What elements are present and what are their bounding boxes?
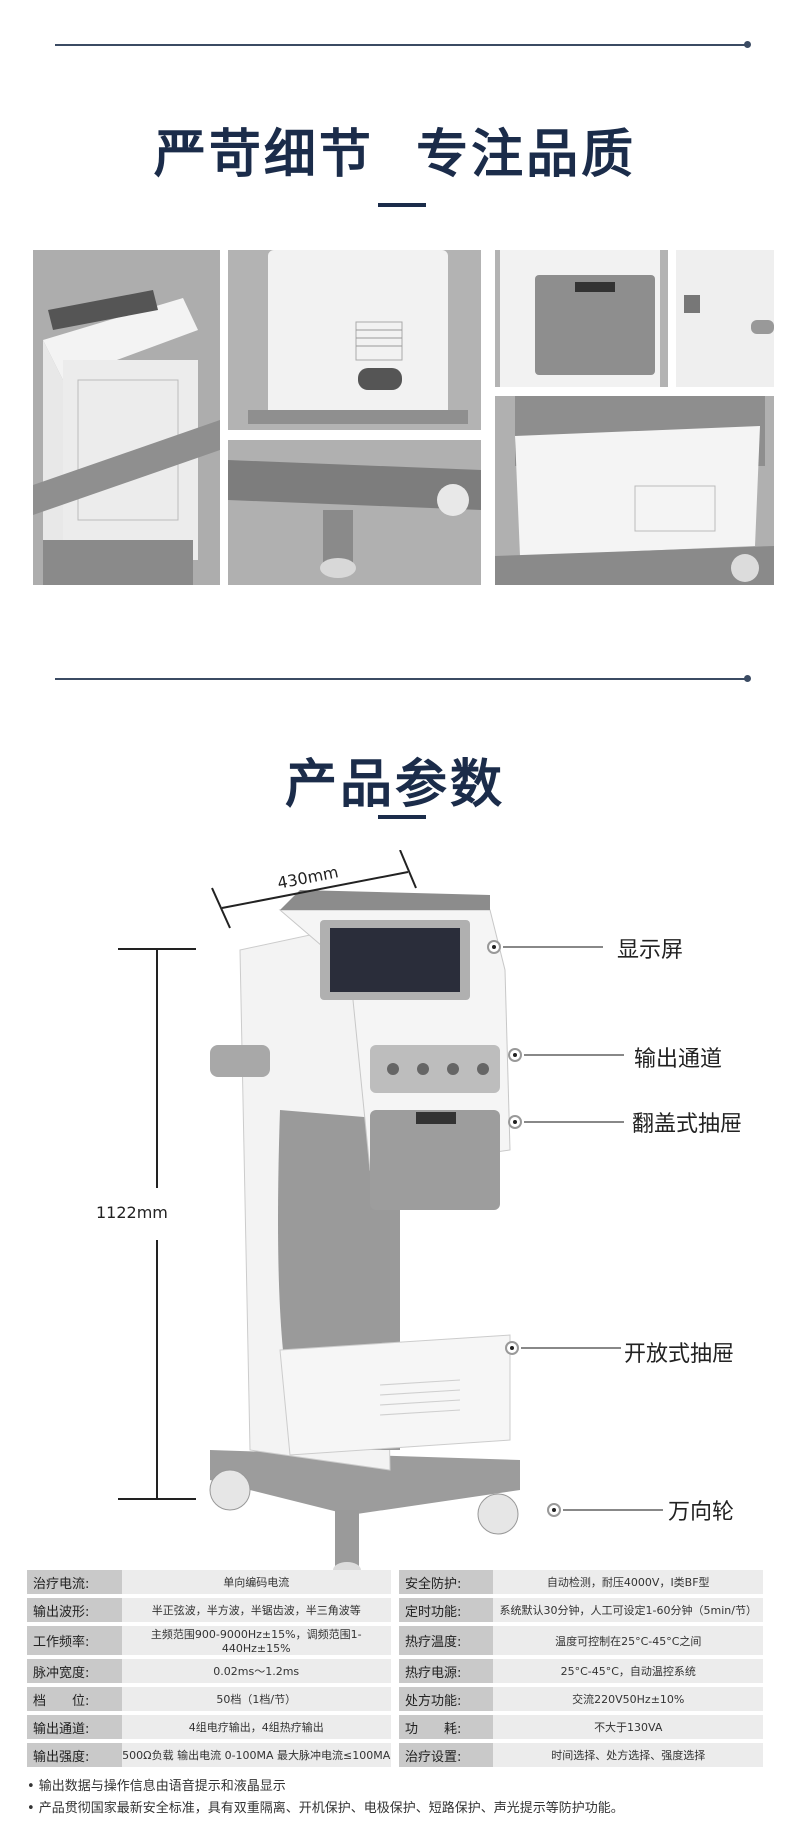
spec-key: 工作频率: bbox=[27, 1626, 122, 1655]
spec-key: 输出通道: bbox=[27, 1715, 122, 1739]
note-item: • 输出数据与操作信息由语音提示和液晶显示 bbox=[27, 1779, 286, 1794]
note-item: • 产品贯彻国家最新安全标准，具有双重隔离、开机保护、电极保护、短路保护、声光提… bbox=[27, 1801, 624, 1816]
spec-value: 系统默认30分钟，人工可设定1-60分钟（5min/节） bbox=[493, 1598, 763, 1622]
section-title-underline bbox=[378, 203, 426, 207]
table-row: 输出强度: 500Ω负载 输出电流 0-100MA 最大脉冲电流≤100MA 治… bbox=[27, 1743, 763, 1767]
spec-value: 50档（1档/节） bbox=[121, 1687, 391, 1711]
detail-photo-side-port bbox=[676, 250, 774, 387]
callout-display-screen: 显示屏 bbox=[617, 938, 684, 963]
spec-key: 处方功能: bbox=[398, 1687, 494, 1711]
spec-key: 输出强度: bbox=[27, 1743, 122, 1767]
spec-key: 治疗电流: bbox=[27, 1570, 122, 1594]
spec-key: 输出波形: bbox=[27, 1598, 122, 1622]
callout-caster-wheel: 万向轮 bbox=[668, 1500, 735, 1525]
spec-gap bbox=[390, 1743, 399, 1767]
spec-value: 交流220V50Hz±10% bbox=[493, 1687, 763, 1711]
detail-photo-back-panel bbox=[228, 250, 481, 430]
spec-value: 4组电疗输出，4组热疗输出 bbox=[121, 1715, 391, 1739]
callout-line-display bbox=[503, 946, 603, 948]
table-row: 工作频率: 主频范围900-9000Hz±15%，调频范围1-440Hz±15%… bbox=[27, 1626, 763, 1655]
spec-value: 半正弦波，半方波，半锯齿波，半三角波等 bbox=[121, 1598, 391, 1622]
height-dimension-bottom-tick bbox=[118, 1498, 196, 1500]
spec-key: 治疗设置: bbox=[398, 1743, 494, 1767]
spec-gap bbox=[390, 1715, 399, 1739]
spec-value: 温度可控制在25°C-45°C之间 bbox=[493, 1626, 763, 1655]
spec-value: 单向编码电流 bbox=[121, 1570, 391, 1594]
spec-table: 治疗电流: 单向编码电流 安全防护: 自动检测，耐压4000V，I类BF型 输出… bbox=[27, 1566, 763, 1771]
height-dimension-line-upper bbox=[156, 948, 158, 1188]
spec-gap bbox=[390, 1687, 399, 1711]
callout-dot-open-drawer bbox=[505, 1341, 519, 1355]
callout-line-caster bbox=[563, 1509, 663, 1511]
detail-photo-caster-wheel bbox=[228, 440, 481, 585]
width-dimension-line bbox=[211, 850, 417, 929]
section-title-details: 严苛细节 专注品质 bbox=[153, 125, 637, 185]
spec-key: 功 耗: bbox=[398, 1715, 494, 1739]
spec-value: 时间选择、处方选择、强度选择 bbox=[493, 1743, 763, 1767]
callout-dot-display bbox=[487, 940, 501, 954]
spec-key: 档 位: bbox=[27, 1687, 122, 1711]
top-divider bbox=[55, 44, 747, 46]
table-row: 输出通道: 4组电疗输出，4组热疗输出 功 耗: 不大于130VA bbox=[27, 1715, 763, 1739]
middle-divider-dot bbox=[744, 675, 751, 682]
detail-photo-top-handle bbox=[33, 250, 220, 585]
spec-value: 25°C-45°C，自动温控系统 bbox=[493, 1659, 763, 1683]
spec-value: 0.02ms～1.2ms bbox=[121, 1659, 391, 1683]
spec-value: 500Ω负载 输出电流 0-100MA 最大脉冲电流≤100MA bbox=[121, 1743, 391, 1767]
spec-key: 热疗电源: bbox=[398, 1659, 494, 1683]
table-row: 输出波形: 半正弦波，半方波，半锯齿波，半三角波等 定时功能: 系统默认30分钟… bbox=[27, 1598, 763, 1622]
spec-gap bbox=[390, 1598, 399, 1622]
notes: • 输出数据与操作信息由语音提示和液晶显示 • 产品贯彻国家最新安全标准，具有双… bbox=[27, 1776, 624, 1820]
callout-dot-flip-drawer bbox=[508, 1115, 522, 1129]
middle-divider bbox=[55, 678, 747, 680]
callout-dot-caster bbox=[547, 1503, 561, 1517]
spec-key: 热疗温度: bbox=[398, 1626, 494, 1655]
spec-value: 主频范围900-9000Hz±15%，调频范围1-440Hz±15% bbox=[121, 1626, 391, 1655]
top-divider-dot bbox=[744, 41, 751, 48]
callout-line-open-drawer bbox=[521, 1347, 621, 1349]
height-dimension-label: 1122mm bbox=[96, 1203, 168, 1222]
spec-gap bbox=[390, 1570, 399, 1594]
callout-open-drawer: 开放式抽屉 bbox=[624, 1342, 735, 1367]
callout-flip-drawer: 翻盖式抽屉 bbox=[632, 1112, 743, 1137]
detail-photo-flip-drawer bbox=[495, 250, 668, 387]
detail-photo-open-drawer bbox=[495, 396, 774, 585]
spec-key: 脉冲宽度: bbox=[27, 1659, 122, 1683]
table-row: 脉冲宽度: 0.02ms～1.2ms 热疗电源: 25°C-45°C，自动温控系… bbox=[27, 1659, 763, 1683]
section-title-params: 产品参数 bbox=[284, 755, 505, 815]
spec-value: 不大于130VA bbox=[493, 1715, 763, 1739]
section-title-underline-2 bbox=[378, 815, 426, 819]
product-illustration bbox=[130, 850, 550, 1590]
height-dimension-line-lower bbox=[156, 1240, 158, 1498]
callout-line-flip-drawer bbox=[524, 1121, 624, 1123]
spec-gap bbox=[390, 1626, 399, 1655]
callout-line-output bbox=[524, 1054, 624, 1056]
callout-output-channel: 输出通道 bbox=[634, 1047, 723, 1072]
callout-dot-output bbox=[508, 1048, 522, 1062]
spec-value: 自动检测，耐压4000V，I类BF型 bbox=[493, 1570, 763, 1594]
table-row: 治疗电流: 单向编码电流 安全防护: 自动检测，耐压4000V，I类BF型 bbox=[27, 1570, 763, 1594]
table-row: 档 位: 50档（1档/节） 处方功能: 交流220V50Hz±10% bbox=[27, 1687, 763, 1711]
spec-key: 定时功能: bbox=[398, 1598, 494, 1622]
spec-gap bbox=[390, 1659, 399, 1683]
spec-key: 安全防护: bbox=[398, 1570, 494, 1594]
